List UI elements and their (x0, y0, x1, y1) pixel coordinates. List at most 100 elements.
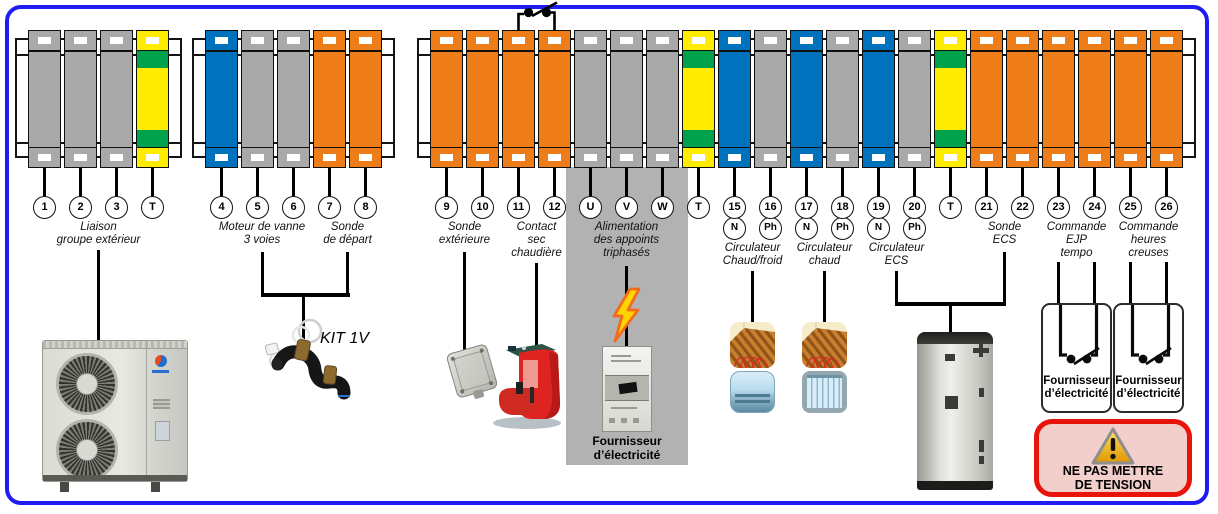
terminal-wire (364, 168, 367, 196)
terminal-cap-line (899, 146, 930, 148)
terminal-slot (251, 37, 264, 44)
terminal-cap-line (278, 50, 309, 52)
terminal-circle-11: 11 (507, 195, 530, 219)
earth-band (137, 130, 168, 147)
brand-logo-icon (155, 355, 167, 367)
terminal-wire (553, 168, 556, 196)
terminal-cap-line (101, 50, 132, 52)
fan-coil-icon (730, 371, 775, 413)
terminal-slot (146, 37, 159, 44)
terminal-wire (481, 168, 484, 196)
terminal-group-vanne-et-sonde-depart (192, 30, 395, 168)
terminal-circle-16: 16 (759, 195, 782, 219)
terminal-slot (944, 154, 957, 161)
terminal-circle-W: W (651, 195, 674, 219)
terminal-cap-line (791, 146, 822, 148)
wire (97, 250, 100, 340)
terminal-wire (292, 168, 295, 196)
lightning-icon (612, 287, 641, 343)
terminal-slot (1052, 154, 1065, 161)
terminal-block-10 (466, 30, 499, 168)
terminal-slot (1124, 37, 1137, 44)
wire (463, 252, 466, 350)
circuit-breaker-image (602, 346, 652, 432)
terminal-slot (1160, 37, 1173, 44)
terminal-block-22 (1006, 30, 1039, 168)
terminal-cap-line (1007, 146, 1038, 148)
terminal-slot (440, 154, 453, 161)
terminal-slot (944, 37, 957, 44)
terminal-wire (841, 168, 844, 196)
terminal-slot (476, 37, 489, 44)
terminal-wire (949, 168, 952, 196)
terminal-circle-10: 10 (471, 195, 494, 219)
terminal-cap-line (1151, 50, 1182, 52)
terminal-circle-24: 24 (1083, 195, 1106, 219)
terminal-slot (74, 37, 87, 44)
tank-fitting (979, 456, 984, 464)
terminal-slot (620, 154, 633, 161)
terminal-cap-line (827, 50, 858, 52)
outdoor-unit-foot (60, 482, 69, 492)
terminal-slot (1016, 154, 1029, 161)
supplier-box-label: Fournisseur d’électricité (1043, 375, 1110, 400)
terminal-wire (1129, 168, 1132, 196)
terminal-sub-circle-15: N (723, 217, 746, 240)
hot-water-tank-image (917, 332, 993, 490)
terminal-block-3 (100, 30, 133, 168)
terminal-circle-3: 3 (105, 195, 128, 219)
ejp-supplier-box: Fournisseur d’électricité (1041, 303, 1112, 413)
terminal-cap-line (137, 50, 168, 52)
terminal-cap-line (350, 50, 381, 52)
tank-base (917, 481, 993, 490)
terminal-cap-line (314, 50, 345, 52)
terminal-cap-line (611, 146, 642, 148)
terminal-sub-circle-16: Ph (759, 217, 782, 240)
terminal-cap-line (971, 146, 1002, 148)
terminal-cap-line (827, 146, 858, 148)
terminal-circle-18: 18 (831, 195, 854, 219)
terminal-cap-line (65, 50, 96, 52)
wire (1165, 262, 1168, 305)
terminal-cap-line (935, 146, 966, 148)
terminal-block-11 (502, 30, 535, 168)
terminal-wire (1165, 168, 1168, 196)
kit-1v-label: KIT 1V (320, 330, 369, 347)
terminal-slot (584, 37, 597, 44)
terminal-slot (74, 154, 87, 161)
terminal-circle-15: 15 (723, 195, 746, 219)
terminal-slot (836, 37, 849, 44)
terminal-cap-line (314, 146, 345, 148)
wire (260, 293, 350, 297)
terminal-slot (1088, 37, 1101, 44)
terminal-cap-line (1151, 146, 1182, 148)
terminal-slot (656, 154, 669, 161)
terminal-wire (517, 168, 520, 196)
terminal-slot (692, 154, 705, 161)
outdoor-unit-louver (153, 399, 170, 409)
terminal-slot (110, 154, 123, 161)
terminal-wire (697, 168, 700, 196)
earth-band (683, 51, 714, 68)
tank-fitting (979, 344, 983, 357)
boiler-image (493, 344, 561, 429)
terminal-cap-line (899, 50, 930, 52)
terminal-block-8 (349, 30, 382, 168)
terminal-slot (359, 154, 372, 161)
terminal-slot (512, 154, 525, 161)
fan-hub (76, 439, 98, 461)
terminal-block-1 (28, 30, 61, 168)
terminal-wire (769, 168, 772, 196)
terminal-block-2 (64, 30, 97, 168)
terminal-cap-line (242, 50, 273, 52)
terminal-slot (1124, 154, 1137, 161)
terminal-block-9 (430, 30, 463, 168)
terminal-circle-5: 5 (246, 195, 269, 219)
terminal-wire (43, 168, 46, 196)
terminal-group-liaison-groupe-exterieur (15, 30, 182, 168)
outdoor-unit-cabinet (42, 340, 188, 482)
rail-edge (17, 54, 180, 56)
